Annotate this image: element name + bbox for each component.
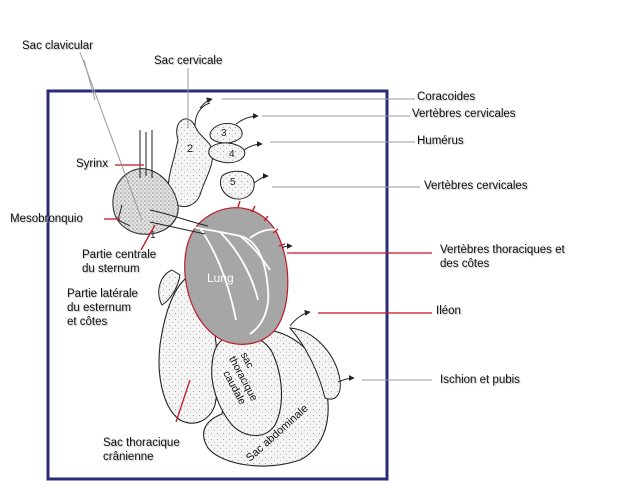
red-leaders [104, 164, 432, 423]
vertebres-thoraciques-line-2: des côtes [440, 258, 490, 270]
label-partie-centrale: Partie centrale du sternum [82, 248, 156, 276]
number-5: 5 [230, 177, 236, 188]
primary-bronchus-shape [149, 209, 209, 235]
trachea-shape [139, 130, 153, 178]
number-1: 1 [150, 230, 156, 241]
sternum-wedge-shape [117, 204, 131, 227]
label-vertebres-cervicales-2: Vertèbres cervicales [424, 180, 528, 192]
gray-leaders [79, 51, 432, 381]
label-sac-cervicale: Sac cervicale [154, 55, 223, 67]
sac-clavicular-shape [112, 168, 179, 235]
bronchi [164, 219, 277, 335]
label-vertebres-cervicales-1: Vertèbres cervicales [412, 108, 516, 120]
lung-label: Lung [207, 271, 234, 285]
number-2: 2 [187, 143, 193, 155]
sac-cervicale-shape [167, 118, 214, 208]
lung-shape [184, 207, 289, 345]
sac-3-shape [209, 123, 243, 144]
vertebres-thoraciques-line-1: Vertèbres thoraciques et [440, 244, 565, 256]
label-vertebres-thoraciques: Vertèbres thoraciques et des côtes [440, 243, 565, 271]
label-ischion-pubis: Ischion et pubis [440, 374, 520, 386]
cranienne-line-1: Sac thoracique [103, 437, 180, 449]
number-3: 3 [221, 128, 227, 139]
number-4: 4 [229, 149, 235, 160]
cranienne-line-2: crânienne [103, 451, 154, 463]
label-sac-clavicular: Sac clavicular [22, 40, 93, 52]
sac-4-shape [208, 142, 246, 164]
partie-centrale-line-2: du sternum [82, 263, 140, 275]
rib-marks [237, 200, 286, 247]
partie-centrale-line-1: Partie centrale [82, 249, 157, 261]
label-ileon: Iléon [436, 305, 461, 317]
cervical-extension-shape [194, 102, 211, 127]
sac-thoracique-caudale-shape [211, 334, 283, 437]
abdominal-bulge-shape [288, 327, 341, 400]
diagram-frame [46, 89, 389, 481]
label-humerus: Humérus [417, 135, 464, 147]
label-partie-laterale: Partie latérale du esternum et côtes [67, 287, 138, 329]
sternum-lateral-shape [158, 269, 181, 306]
partie-laterale-line-1: Partie latérale [67, 288, 138, 300]
label-sac-thoracique-cranienne: Sac thoracique crânienne [103, 436, 180, 464]
partie-laterale-line-2: du esternum [67, 302, 131, 314]
label-syrinx: Syrinx [76, 158, 108, 170]
outflow-arrows [199, 97, 355, 383]
label-coracoides: Coracoides [417, 91, 476, 103]
partie-laterale-line-3: et côtes [67, 316, 108, 328]
label-mesobronquio: Mesobronquio [10, 213, 83, 225]
sac-5-shape [219, 170, 255, 200]
